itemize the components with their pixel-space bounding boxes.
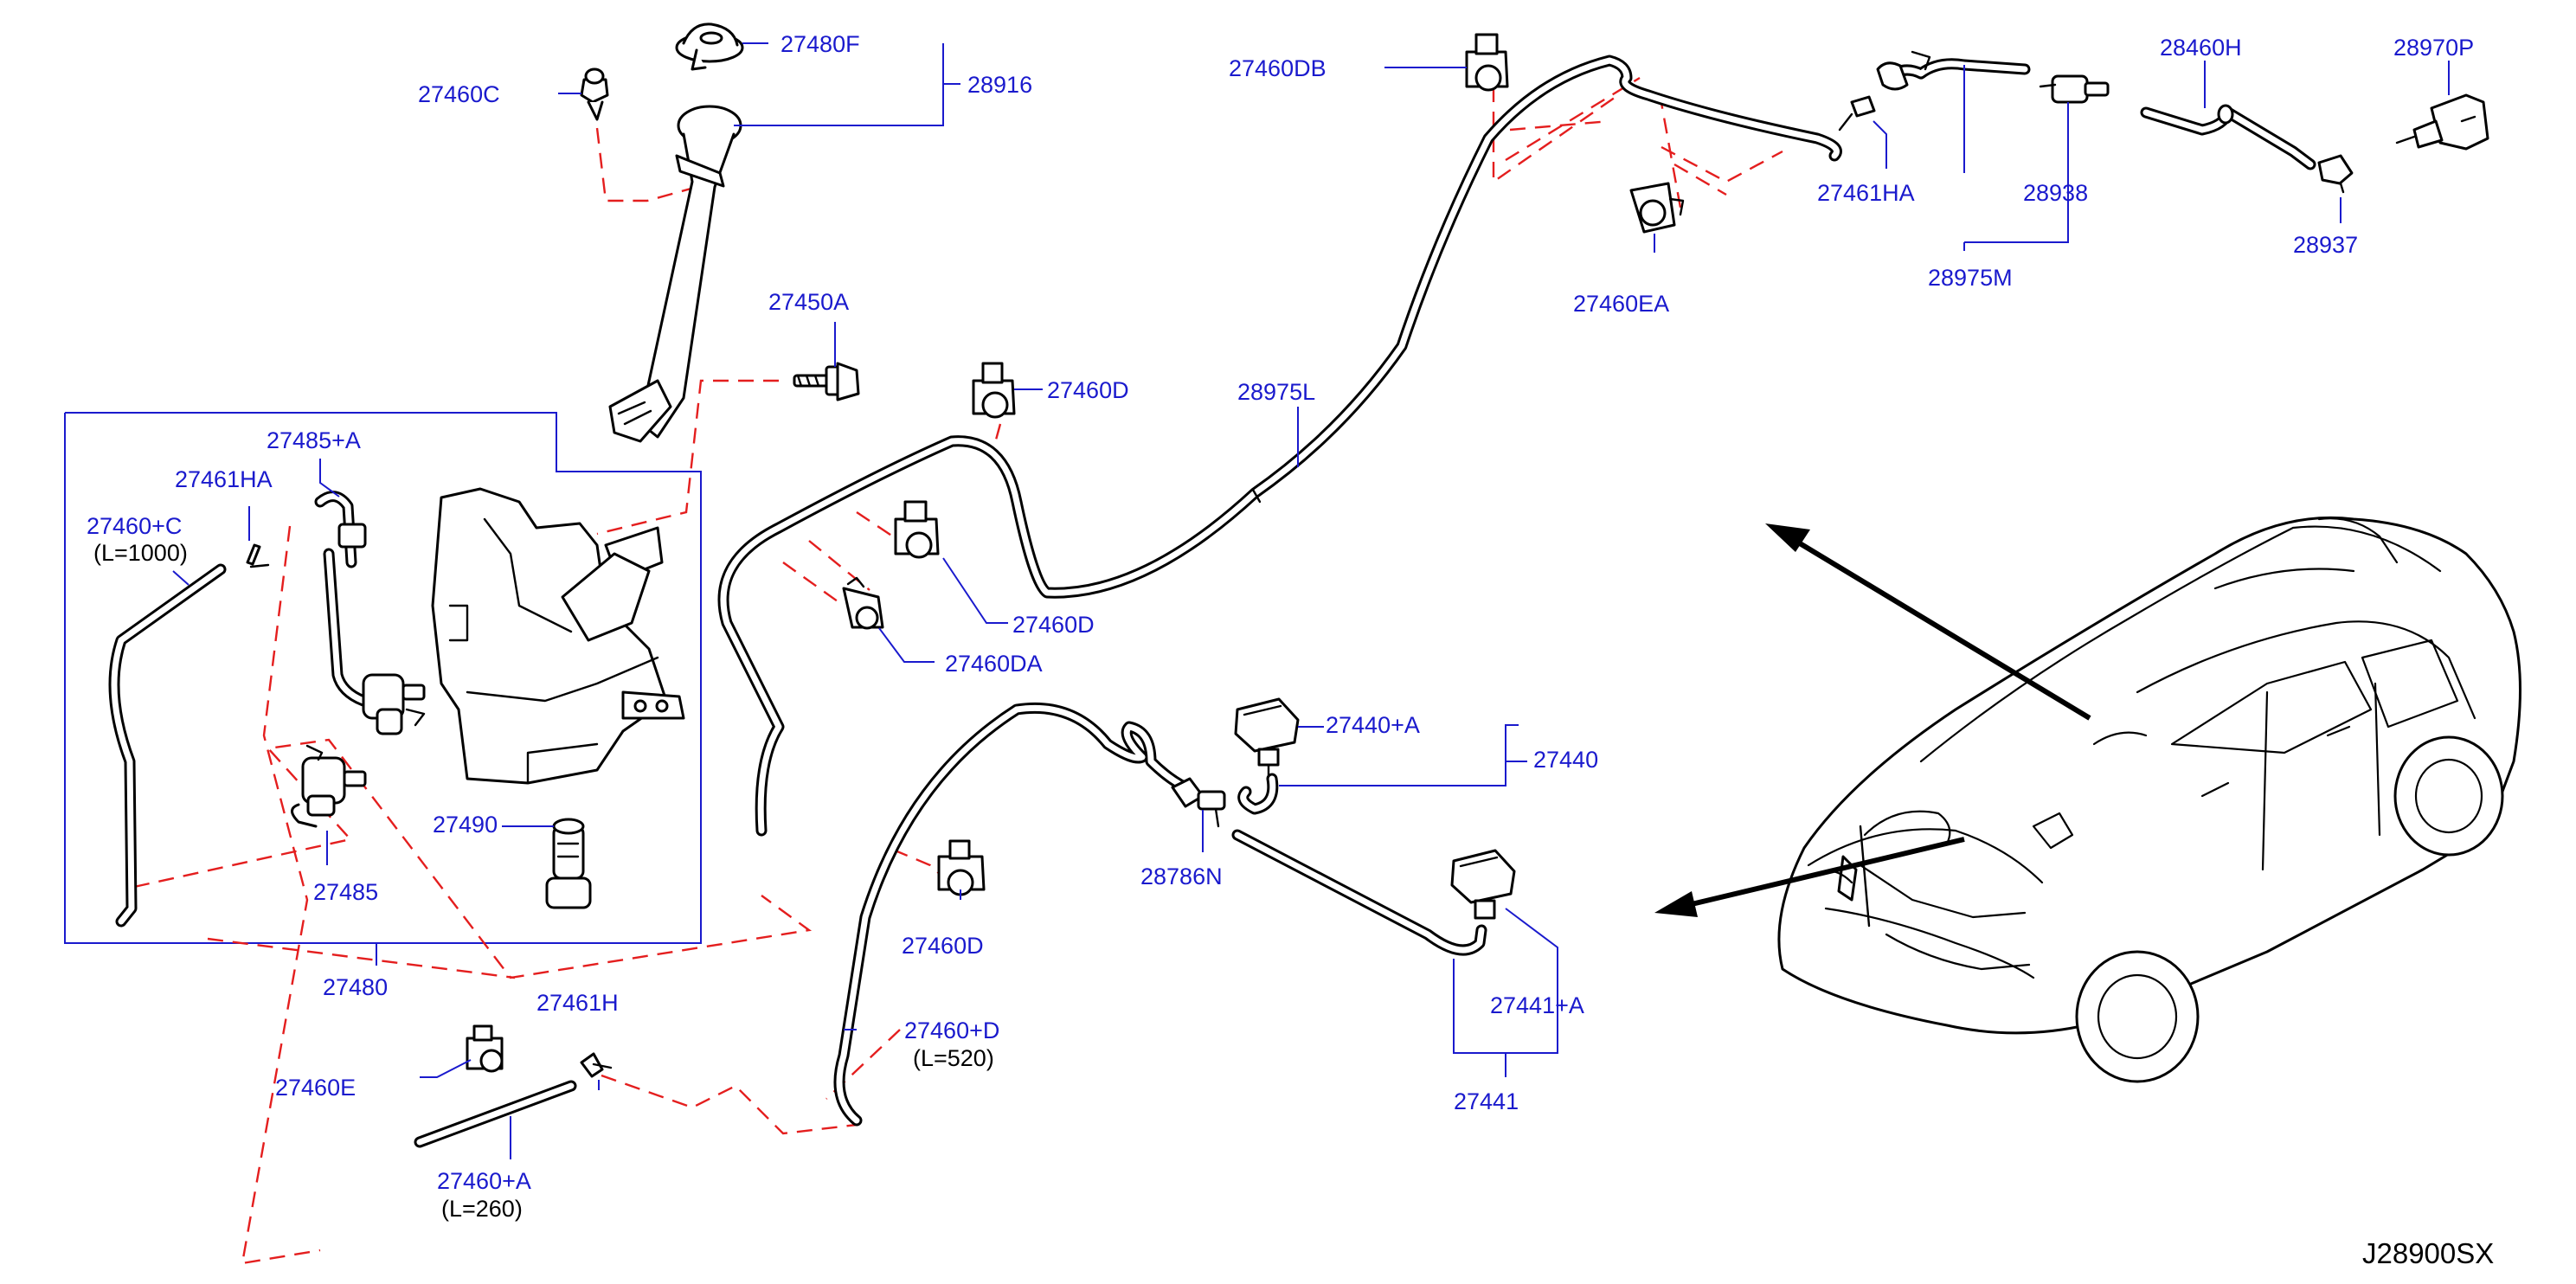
hose-27460C (108, 563, 227, 928)
label-27441A: 27441+A (1490, 992, 1584, 1018)
connector-27461HA-right (1838, 95, 1876, 132)
connector-27461H (580, 1052, 613, 1078)
label-27460D-mid: 27460D (1012, 612, 1095, 638)
label-28786N: 28786N (1140, 863, 1223, 889)
label-27485: 27485 (313, 879, 378, 905)
hose-27460A (414, 1080, 577, 1148)
label-27460EA: 27460EA (1573, 291, 1669, 317)
clip-27460DA (842, 576, 884, 630)
label-27461HA-left: 27461HA (175, 466, 273, 492)
pump-27485 (291, 744, 367, 828)
label-28970P: 28970P (2393, 35, 2474, 61)
clip-27460C (580, 67, 609, 121)
valve-28938 (2039, 74, 2110, 104)
leader-lines (172, 42, 2450, 1159)
label-27461HA-right: 27461HA (1817, 180, 1915, 206)
label-28916: 28916 (967, 72, 1032, 98)
nozzle-28970P (2395, 93, 2489, 151)
clip-27460D-top (972, 362, 1016, 419)
reservoir-tank (431, 487, 685, 785)
filler-neck-28916 (608, 105, 742, 443)
label-27460C-length: 27460+C (87, 513, 182, 539)
tank-kit-frame (64, 412, 702, 966)
label-27460D-length: 27460+D (904, 1018, 999, 1043)
label-27460D-length-note: (L=520) (913, 1045, 994, 1071)
clip-27460DB (1465, 33, 1509, 92)
nozzle-27441A (1450, 849, 1516, 920)
joint-28937 (2317, 154, 2354, 194)
label-27441: 27441 (1454, 1088, 1519, 1114)
label-27460D-top: 27460D (1047, 377, 1129, 403)
label-27485A: 27485+A (267, 427, 361, 453)
clip-27460EA (1629, 182, 1685, 234)
dashed-reference-lines (133, 76, 1783, 1265)
pointer-arrows (1654, 523, 2091, 917)
hose-27441 (1231, 829, 1487, 956)
label-27460A-note: (L=260) (441, 1196, 523, 1222)
strainer-27490 (545, 818, 592, 909)
label-27460DB: 27460DB (1229, 55, 1327, 81)
part-labels: 27480F 28916 27460C 27450A 27485+A 27461… (87, 31, 2494, 1269)
clip-27460E (466, 1024, 504, 1073)
clip-27460D-mid (894, 500, 940, 559)
label-27490: 27490 (433, 812, 498, 838)
valve-28786N (1171, 777, 1226, 828)
label-27460A: 27460+A (437, 1168, 531, 1194)
nozzle-27440A (1234, 697, 1300, 777)
label-27460E: 27460E (275, 1075, 356, 1101)
label-27450A: 27450A (768, 289, 849, 315)
label-27460DA: 27460DA (945, 651, 1043, 677)
label-28975M: 28975M (1928, 265, 2013, 291)
label-27440A: 27440+A (1326, 712, 1420, 738)
label-28937: 28937 (2293, 232, 2358, 258)
bolt-27450A (793, 362, 860, 401)
label-27460D-low: 27460D (902, 933, 984, 959)
hose-27460D (833, 702, 1192, 1127)
hose-28975M (1876, 50, 2031, 91)
connector-27461HA-left (246, 543, 270, 568)
cap-27480F (675, 22, 744, 71)
hose-28460H (2140, 104, 2316, 170)
label-27480: 27480 (323, 974, 388, 1000)
pump-27485A (314, 491, 426, 735)
label-27460C: 27460C (418, 81, 500, 107)
label-28975L: 28975L (1237, 379, 1315, 405)
clip-27460D-low (937, 839, 986, 896)
label-27440: 27440 (1533, 747, 1598, 773)
hose-28975L (717, 55, 1842, 837)
label-28938: 28938 (2023, 180, 2088, 206)
label-28460H: 28460H (2160, 35, 2242, 61)
label-27461H: 27461H (536, 990, 619, 1016)
vehicle-illustration (1777, 516, 2521, 1083)
label-27460C-length-note: (L=1000) (93, 540, 188, 566)
label-27480F: 27480F (781, 31, 860, 57)
diagram-code: J28900SX (2362, 1237, 2494, 1269)
hose-27440 (1237, 773, 1279, 815)
